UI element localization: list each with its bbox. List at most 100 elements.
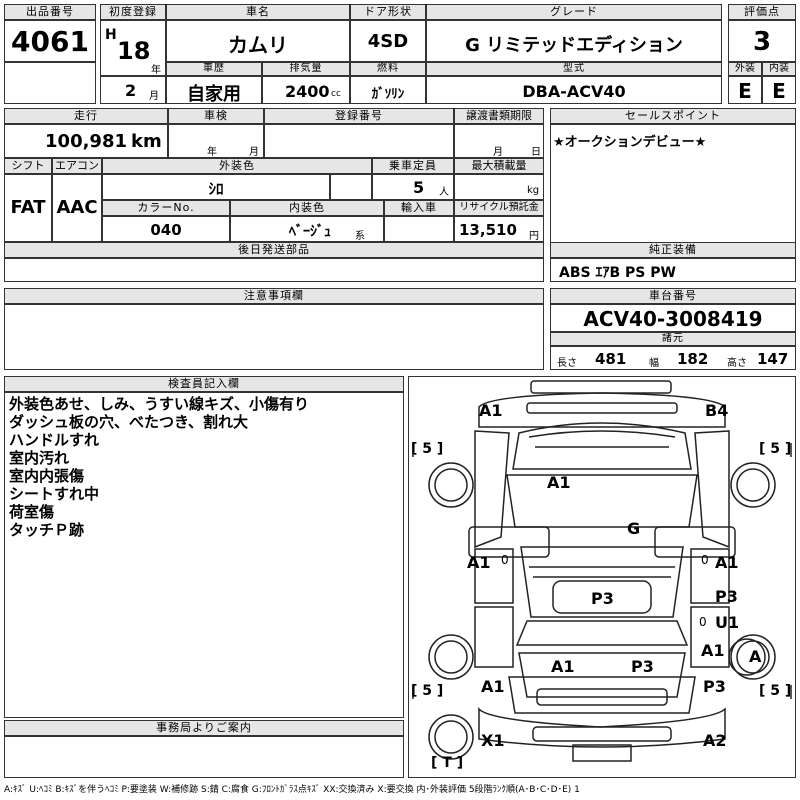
ext-color-label: 外装色 xyxy=(102,158,372,174)
color-no-box: 040 xyxy=(102,216,230,242)
caution-box xyxy=(4,304,544,370)
dims-label: 諸元 xyxy=(550,332,796,346)
color-no-label: カラーNo. xyxy=(102,200,230,216)
mileage: 100,981 xyxy=(45,131,127,152)
inspection-box: 年 月 xyxy=(168,124,264,158)
recycle-label: リサイクル預託金 xyxy=(454,200,544,216)
tire-rr: [ 5 ] xyxy=(759,683,792,699)
height-label: 高さ xyxy=(727,358,747,369)
int-color: ﾍﾞｰｼﾞｭ xyxy=(289,224,331,240)
mark-right-quarter: A1 xyxy=(701,641,725,660)
sales-point: ★オークションデビュー★ xyxy=(553,135,707,150)
note-line: シートすれ中 xyxy=(9,485,100,503)
mark-trunk-value: T xyxy=(442,755,452,771)
reg-no-label: 登録番号 xyxy=(264,108,454,124)
lot-box: 4061 xyxy=(4,20,96,62)
shift: FAT xyxy=(10,197,46,218)
equipment: ABS ｴｱB PS PW xyxy=(559,265,676,281)
first-reg-month: 2 xyxy=(125,81,137,100)
tire-fl: [ 5 ] xyxy=(411,441,444,457)
dims-box: 長さ 481 幅 182 高さ 147 xyxy=(550,346,796,370)
mark-front-right: B4 xyxy=(705,401,729,420)
lot-label: 出品番号 xyxy=(4,4,96,20)
note-line: 荷室傷 xyxy=(9,503,55,521)
mark-rear-window-right: P3 xyxy=(631,657,654,676)
capacity-box: 5 人 xyxy=(372,174,454,200)
lot-number: 4061 xyxy=(11,25,89,58)
length: 481 xyxy=(595,350,627,368)
note-line: 外装色あせ、しみ、うすい線キズ、小傷有り xyxy=(9,395,310,413)
first-reg-year: 18 xyxy=(117,37,151,65)
model: DBA-ACV40 xyxy=(522,82,626,101)
year-unit: 年 xyxy=(151,65,161,76)
displacement-box: 2400 cc xyxy=(262,76,350,104)
car-outline xyxy=(412,380,792,762)
car-name-box: カムリ xyxy=(166,20,350,62)
mileage-box: 100,981 km xyxy=(4,124,168,158)
caution-label: 注意事項欄 xyxy=(4,288,544,304)
int-color-box: ﾍﾞｰｼﾞｭ 系 xyxy=(230,216,384,242)
width-label: 幅 xyxy=(649,358,659,369)
first-reg-box: H 18 年 xyxy=(100,20,166,76)
transfer-month-unit: 月 xyxy=(493,147,503,158)
car-name: カムリ xyxy=(228,33,288,57)
max-load-unit: kg xyxy=(527,185,540,196)
mark-left-quarter: A1 xyxy=(481,677,505,696)
equipment-label: 純正装備 xyxy=(550,242,796,258)
tire-fr-value: 5 xyxy=(770,441,781,457)
ext-grade-label: 外装 xyxy=(728,62,762,76)
int-grade: E xyxy=(772,79,786,103)
door-box: 4SD xyxy=(350,20,426,62)
score-label: 評価点 xyxy=(728,4,796,20)
office-label: 事務局よりご案内 xyxy=(4,720,404,736)
shift-label: シフト xyxy=(4,158,52,174)
note-line: ハンドルすれ xyxy=(9,431,100,449)
transfer-label: 譲渡書類期限 xyxy=(454,108,544,124)
mark-rear-right: A2 xyxy=(703,731,727,750)
fuel-label: 燃料 xyxy=(350,62,426,76)
ext-grade-box: E xyxy=(728,76,762,104)
model-box: DBA-ACV40 xyxy=(426,76,722,104)
mark-roof: P3 xyxy=(591,589,614,608)
int-color-unit: 系 xyxy=(355,231,365,242)
era: H xyxy=(105,27,117,43)
grade-box: G リミテッドエディション xyxy=(426,20,722,62)
capacity: 5 xyxy=(413,178,425,197)
mark-right-front-door: A1 xyxy=(715,553,739,572)
later-parts-box xyxy=(4,258,544,282)
int-color-label: 内装色 xyxy=(230,200,384,216)
inspection-month-unit: 月 xyxy=(249,147,259,158)
grade: G リミテッドエディション xyxy=(465,35,683,56)
capacity-unit: 人 xyxy=(439,187,449,198)
ac: AAC xyxy=(56,197,98,218)
inspector-label: 検査員記入欄 xyxy=(4,376,404,392)
door-type: 4SD xyxy=(367,31,409,52)
zero-mark-right-rear: 0 xyxy=(699,615,707,629)
color-no: 040 xyxy=(150,221,182,239)
displacement-label: 排気量 xyxy=(262,62,350,76)
fuel: ｶﾞｿﾘﾝ xyxy=(371,87,405,102)
mark-windshield: G xyxy=(627,519,641,538)
inspector-notes: 外装色あせ、しみ、うすい線キズ、小傷有り ダッシュ板の穴、べたつき、割れ大 ハン… xyxy=(4,392,404,718)
ext-color-extra xyxy=(330,174,372,200)
mark-rear-window-left: A1 xyxy=(551,657,575,676)
tire-rr-value: 5 xyxy=(770,683,781,699)
chassis-box: ACV40-3008419 xyxy=(550,304,796,332)
mark-right-wheel: A xyxy=(749,647,762,666)
note-line: ダッシュ板の穴、べたつき、割れ大 xyxy=(9,413,248,431)
max-load-label: 最大積載量 xyxy=(454,158,544,174)
tire-rl-value: 5 xyxy=(422,683,433,699)
tire-rl: [ 5 ] xyxy=(411,683,444,699)
inspection-year-unit: 年 xyxy=(207,147,217,158)
mark-right-rear-door-2: U1 xyxy=(715,613,740,632)
score-box: 3 xyxy=(728,20,796,62)
first-reg-month-box: 2 月 xyxy=(100,76,166,104)
inspection-label: 車検 xyxy=(168,108,264,124)
mark-trunk: [ T ] xyxy=(431,755,464,771)
tire-fl-value: 5 xyxy=(422,441,433,457)
int-grade-label: 内装 xyxy=(762,62,796,76)
grade-label: グレード xyxy=(426,4,722,20)
mark-left-front-door: A1 xyxy=(467,553,491,572)
zero-mark-right: 0 xyxy=(701,553,709,567)
recycle: 13,510 xyxy=(459,221,517,239)
